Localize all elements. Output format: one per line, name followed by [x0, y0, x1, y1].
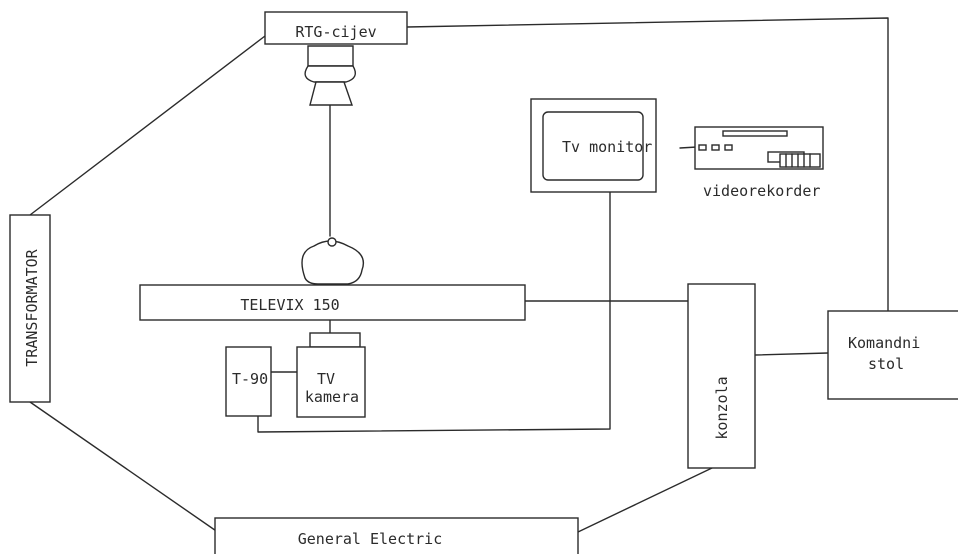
t90-label: T-90 [232, 370, 268, 388]
image-intensifier-knob-icon [327, 237, 337, 247]
transformator-label: TRANSFORMATOR [23, 248, 41, 366]
komandni-stol-label-line2: stol [868, 355, 904, 373]
xray-tube-cone-icon [309, 81, 353, 106]
image-intensifier-icon [301, 240, 365, 285]
tv-camera-box [296, 346, 366, 418]
konzola-box [687, 283, 756, 469]
rtg-cijev-label: RTG-cijev [295, 23, 376, 41]
konzola-label: konzola [713, 376, 731, 439]
videorekorder-button-1-icon [698, 144, 707, 151]
tv-monitor-label: Tv monitor [562, 138, 652, 156]
tv-camera-label-line1: TV [317, 370, 335, 388]
connector-rtg-to-transformator [29, 35, 266, 216]
transformator-box [9, 214, 51, 403]
general-electric-label: General Electric [298, 530, 443, 548]
tv-camera-lens-icon [309, 332, 361, 348]
connector-transformator-to-general-electric [29, 401, 223, 536]
televix-150-bar [139, 284, 526, 321]
rtg-cijev-box [264, 11, 408, 45]
general-electric-box [214, 517, 579, 554]
videorekorder-label: videorekorder [703, 182, 820, 200]
connector-monitor-to-videorekorder [679, 146, 698, 149]
tv-monitor-screen [542, 111, 644, 181]
komandni-stol-label-line1: Komandni [848, 334, 920, 352]
videorekorder-button-2-icon [711, 144, 720, 151]
videorekorder-button-3-icon [724, 144, 733, 151]
xray-tube-housing-icon [307, 45, 354, 67]
videorekorder-tape-slot-icon [722, 130, 788, 137]
xray-tube-collimator-icon [304, 65, 356, 83]
connector-rtg-to-komandni-stol [406, 17, 889, 312]
t90-box [225, 346, 272, 417]
tv-camera-label-line2: kamera [305, 388, 359, 406]
televix-150-label: TELEVIX 150 [240, 296, 339, 314]
connector-konzola-to-general-electric [577, 467, 713, 533]
connector-konzola-to-komandni-stol [754, 352, 829, 356]
connector-camera-to-tv-monitor [257, 191, 611, 433]
komandni-stol-box [827, 310, 958, 400]
